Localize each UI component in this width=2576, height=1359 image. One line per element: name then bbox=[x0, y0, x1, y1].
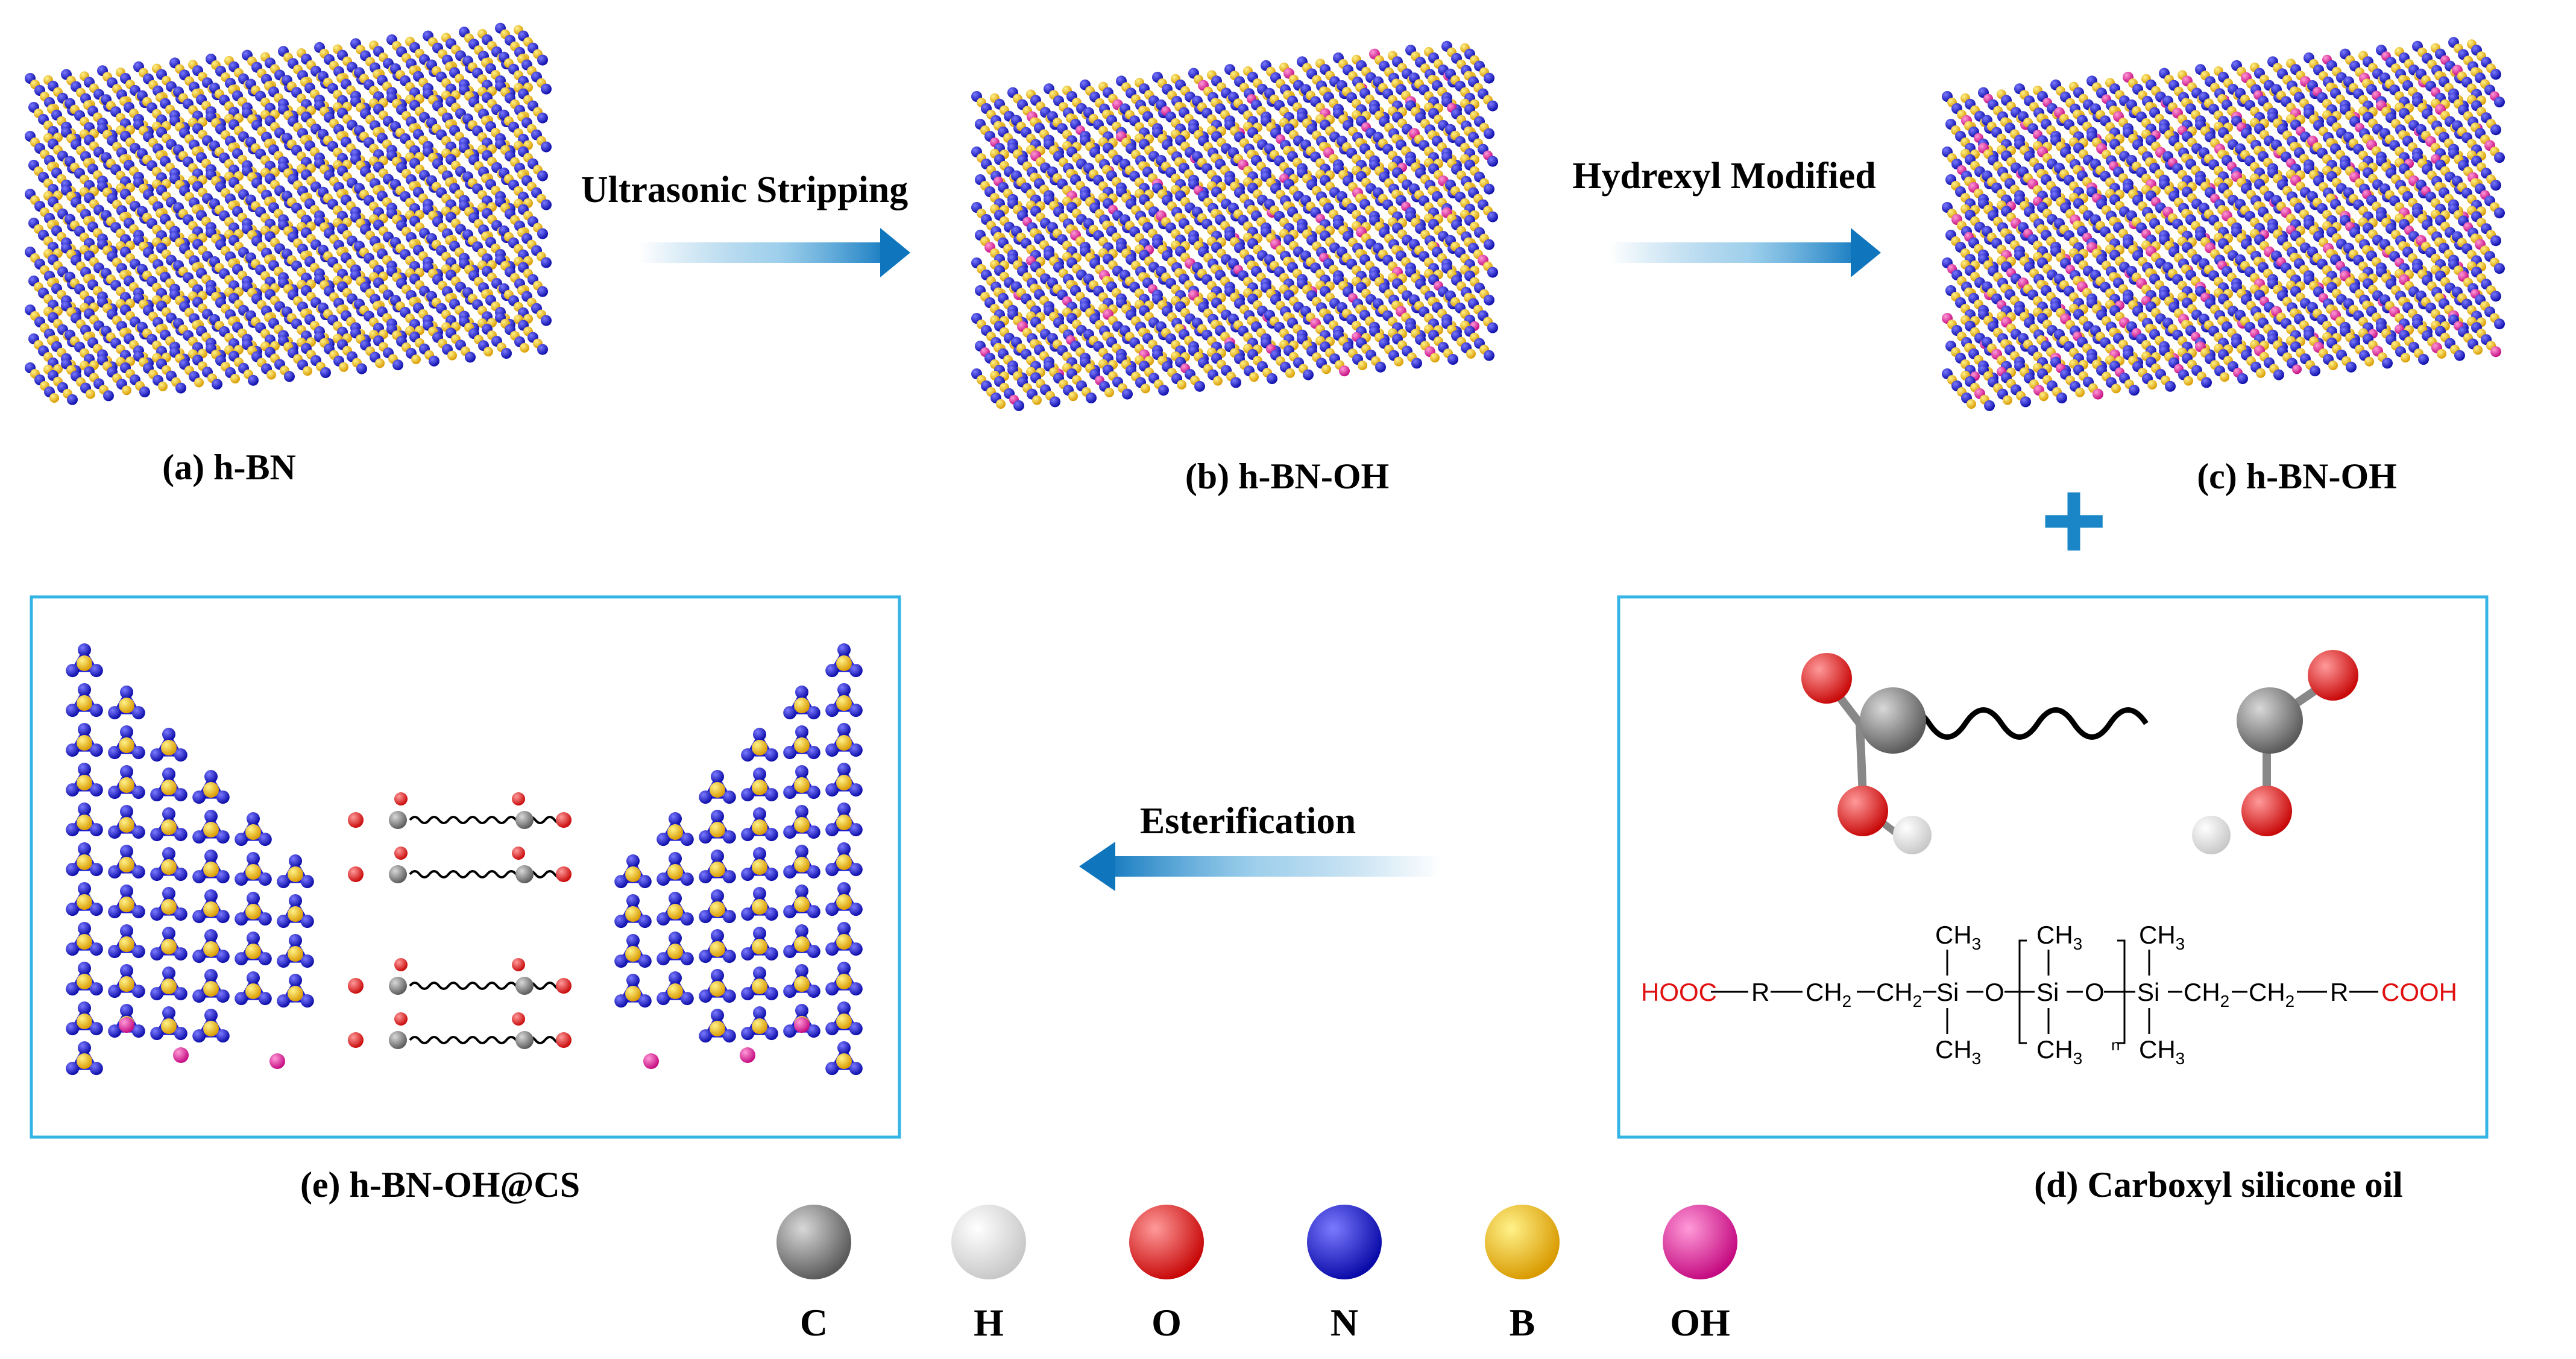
atom bbox=[86, 389, 95, 399]
atom bbox=[1430, 353, 1440, 363]
atom bbox=[537, 112, 548, 124]
atom bbox=[1487, 211, 1498, 222]
atom bbox=[2490, 235, 2501, 247]
atom bbox=[158, 381, 168, 391]
atom bbox=[2490, 69, 2501, 80]
atom bbox=[501, 348, 512, 359]
atom bbox=[541, 315, 552, 326]
atom bbox=[230, 374, 240, 383]
atom bbox=[1447, 354, 1458, 365]
atom bbox=[356, 363, 367, 374]
atom bbox=[1487, 156, 1498, 167]
atom bbox=[1194, 380, 1205, 392]
atom bbox=[1358, 361, 1367, 370]
atom bbox=[67, 394, 78, 405]
atom bbox=[1050, 396, 1060, 408]
atom bbox=[1484, 128, 1494, 139]
atom bbox=[1484, 183, 1494, 195]
atom bbox=[2494, 96, 2505, 108]
atom bbox=[1487, 266, 1498, 278]
atom bbox=[429, 355, 439, 367]
atom bbox=[1230, 377, 1241, 388]
atom bbox=[1249, 372, 1259, 382]
atom bbox=[1267, 373, 1277, 384]
atom bbox=[520, 342, 529, 353]
atom bbox=[339, 362, 348, 372]
atom bbox=[103, 390, 114, 402]
atom bbox=[284, 371, 295, 382]
hbn-oh-lattice-b bbox=[971, 40, 1498, 411]
hbn-oh-lattice-c bbox=[1942, 37, 2505, 411]
atom bbox=[537, 286, 548, 297]
atom bbox=[541, 141, 552, 153]
atom bbox=[212, 379, 222, 390]
atom bbox=[483, 347, 493, 357]
atom bbox=[175, 382, 186, 394]
atom bbox=[2490, 180, 2501, 191]
atom bbox=[537, 228, 548, 239]
atom bbox=[1013, 400, 1024, 411]
atom bbox=[1484, 72, 1494, 84]
atom bbox=[537, 170, 548, 181]
atom bbox=[2494, 207, 2505, 219]
atom bbox=[411, 355, 421, 364]
atom bbox=[1104, 387, 1114, 397]
atom bbox=[1394, 356, 1403, 367]
atom bbox=[1375, 361, 1386, 373]
atom bbox=[1487, 100, 1498, 112]
atom bbox=[537, 344, 548, 355]
atom bbox=[1487, 322, 1498, 333]
atom bbox=[1466, 348, 1476, 359]
atom bbox=[1158, 385, 1169, 396]
atom bbox=[1484, 294, 1494, 306]
atom bbox=[375, 358, 385, 368]
atom bbox=[1484, 239, 1494, 250]
atom bbox=[1213, 376, 1223, 386]
atom bbox=[194, 377, 204, 388]
atom bbox=[1484, 350, 1494, 361]
atom bbox=[266, 370, 276, 380]
atom bbox=[996, 399, 1006, 409]
atom bbox=[1411, 358, 1422, 369]
atom bbox=[1122, 388, 1133, 400]
atom bbox=[49, 393, 59, 403]
atom bbox=[2490, 124, 2501, 136]
atom bbox=[537, 54, 548, 66]
atom bbox=[392, 359, 403, 371]
atom bbox=[2494, 152, 2505, 163]
atom bbox=[1303, 369, 1314, 380]
atom bbox=[465, 352, 476, 363]
atom bbox=[320, 367, 331, 378]
atom bbox=[248, 374, 259, 386]
atom bbox=[1141, 383, 1150, 394]
atom bbox=[1285, 368, 1295, 378]
atom bbox=[1086, 393, 1097, 403]
atom bbox=[1032, 395, 1042, 405]
atom bbox=[541, 199, 552, 210]
atom bbox=[1068, 391, 1078, 402]
atom bbox=[122, 385, 131, 396]
atom bbox=[1321, 364, 1331, 374]
hbn-bulk-lattice-a bbox=[25, 22, 552, 405]
atom bbox=[541, 83, 552, 95]
atom bbox=[541, 257, 552, 268]
atom bbox=[1339, 365, 1350, 377]
atom bbox=[303, 366, 312, 376]
atom bbox=[447, 350, 457, 361]
atom bbox=[1177, 380, 1186, 389]
atom bbox=[139, 386, 150, 397]
